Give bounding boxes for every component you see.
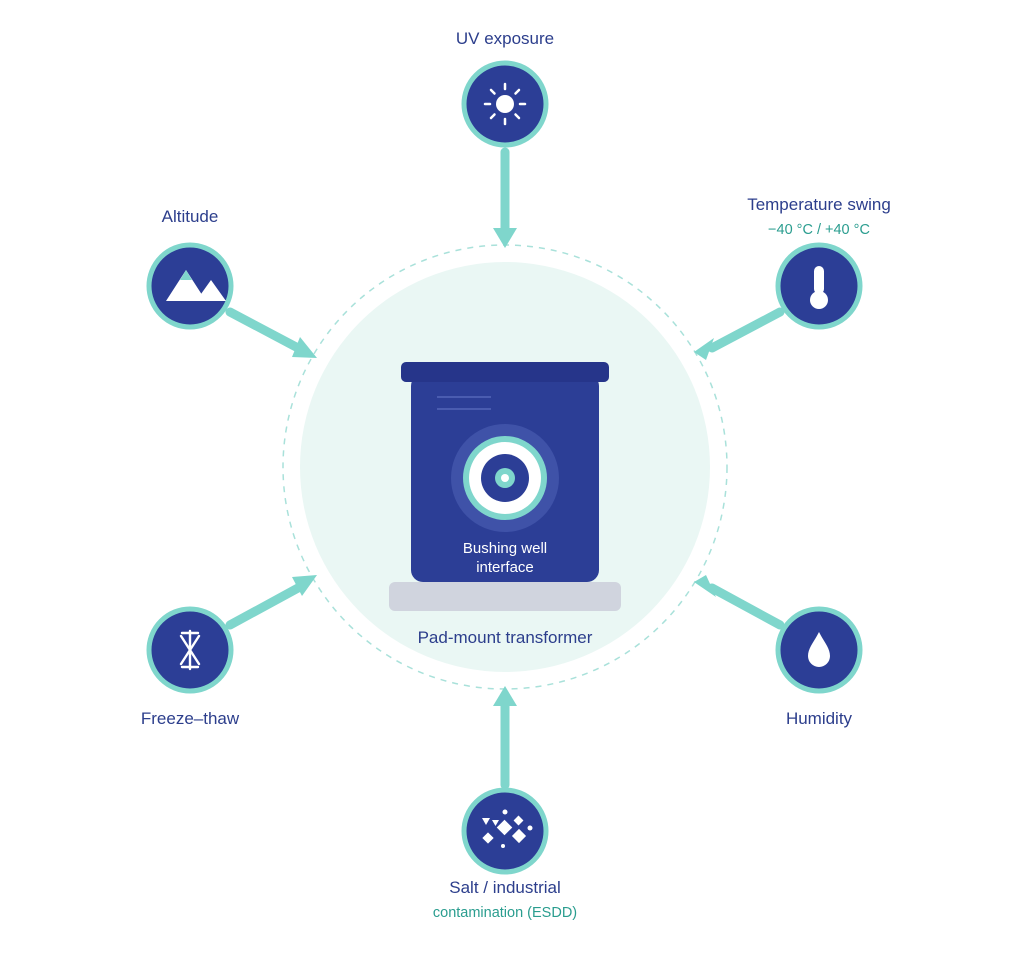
mountain-icon bbox=[166, 270, 226, 301]
arrow-uv bbox=[493, 147, 517, 248]
core-label-line1: Bushing well bbox=[463, 540, 547, 557]
factor-label: Temperature swing bbox=[747, 195, 891, 214]
water-drop-icon bbox=[808, 632, 830, 667]
arrow-freeze bbox=[225, 575, 317, 630]
factor-humidity: Humidity bbox=[775, 606, 863, 728]
transformer-plinth bbox=[389, 582, 621, 611]
arrow-altitude bbox=[225, 307, 317, 358]
transformer: Bushing well interface bbox=[389, 362, 621, 611]
factor-sublabel: contamination (ESDD) bbox=[433, 905, 577, 921]
factor-altitude: Altitude bbox=[146, 207, 234, 330]
factor-sublabel: −40 °C / +40 °C bbox=[768, 222, 870, 238]
factor-salt: Salt / industrial contamination (ESDD) bbox=[433, 787, 577, 921]
ice-crystal-icon bbox=[179, 629, 201, 671]
factor-freeze: Freeze–thaw bbox=[141, 606, 240, 728]
arrow-salt bbox=[493, 686, 517, 790]
factor-label: Humidity bbox=[786, 709, 853, 728]
sun-icon bbox=[483, 82, 527, 126]
factor-temperature: Temperature swing −40 °C / +40 °C bbox=[747, 195, 891, 330]
transformer-label: Pad-mount transformer bbox=[418, 628, 593, 647]
connector-arrows bbox=[225, 147, 785, 790]
factor-label: Freeze–thaw bbox=[141, 709, 240, 728]
factor-label: UV exposure bbox=[456, 29, 554, 48]
thermometer-icon bbox=[810, 266, 828, 309]
arrow-temperature bbox=[694, 307, 785, 360]
arrow-humidity bbox=[694, 575, 785, 630]
factor-uv: UV exposure bbox=[456, 29, 554, 148]
factor-label: Salt / industrial bbox=[449, 878, 561, 897]
factor-label: Altitude bbox=[162, 207, 219, 226]
transformer-lid bbox=[401, 362, 609, 382]
core-label-line2: interface bbox=[476, 559, 534, 576]
bushing-well-icon bbox=[451, 424, 559, 532]
